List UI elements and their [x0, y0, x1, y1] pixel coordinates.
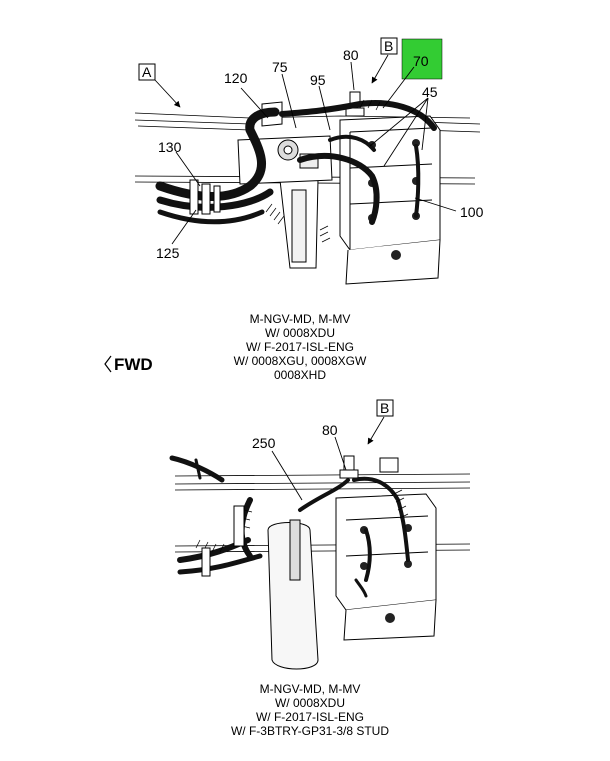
bottom-caption-line: M-NGV-MD, M-MV — [259, 682, 361, 696]
callout-box-b-bottom — [376, 399, 394, 417]
fwd-text: FWD — [114, 355, 153, 374]
conduit-hatching-bottom — [195, 489, 409, 553]
leader-lines — [154, 54, 457, 245]
cable-grommets-bottom — [201, 505, 245, 577]
top-caption-line: W/ F-2017-ISL-ENG — [245, 340, 355, 354]
top-caption: M-NGV-MD, M-MV W/ 0008XDU W/ F-2017-ISL-… — [200, 312, 400, 382]
top-caption-line: 0008XHD — [273, 368, 327, 382]
bottom-caption: M-NGV-MD, M-MV W/ 0008XDU W/ F-2017-ISL-… — [200, 682, 420, 738]
callout-45: 45 — [422, 84, 438, 100]
callout-box-b — [380, 37, 398, 55]
callout-250: 250 — [252, 435, 276, 451]
tank-assembly — [267, 519, 319, 670]
battery-bracket — [279, 179, 319, 269]
bottom-caption-line: W/ F-3BTRY-GP31-3/8 STUD — [230, 724, 390, 738]
highlight-box-70 — [401, 38, 443, 80]
fwd-label: FWD — [104, 355, 153, 375]
callout-b-bottom: B — [380, 400, 389, 416]
callout-130: 130 — [158, 139, 182, 155]
callout-95: 95 — [310, 72, 326, 88]
top-caption-line: W/ 0008XGU, 0008XGW — [233, 354, 367, 368]
bottom-caption-line: W/ F-2017-ISL-ENG — [255, 710, 365, 724]
upper-hoses — [169, 455, 225, 483]
callout-70: 70 — [413, 53, 429, 69]
fwd-arrow-icon — [104, 355, 112, 373]
callout-numbers: A B 120 75 95 80 70 45 130 125 100 B 250… — [142, 38, 484, 451]
callout-120: 120 — [224, 70, 248, 86]
callout-b: B — [384, 38, 393, 54]
bottom-caption-line: W/ 0008XDU — [274, 696, 346, 710]
cable-stud-bottom — [339, 455, 399, 479]
battery-box — [339, 115, 441, 285]
callout-80: 80 — [343, 47, 359, 63]
callout-75: 75 — [272, 59, 288, 75]
callout-125: 125 — [156, 245, 180, 261]
leader-lines-bottom — [271, 416, 385, 501]
top-caption-line: W/ 0008XDU — [264, 326, 336, 340]
cable-grommets — [189, 179, 221, 215]
callout-box-a — [138, 63, 156, 81]
callout-80-bottom: 80 — [322, 422, 338, 438]
conduit-hatching — [265, 99, 381, 243]
top-diagram — [134, 37, 481, 285]
bottom-diagram — [169, 399, 471, 670]
callout-a: A — [142, 64, 152, 80]
callout-100: 100 — [460, 204, 484, 220]
top-caption-line: M-NGV-MD, M-MV — [249, 312, 351, 326]
